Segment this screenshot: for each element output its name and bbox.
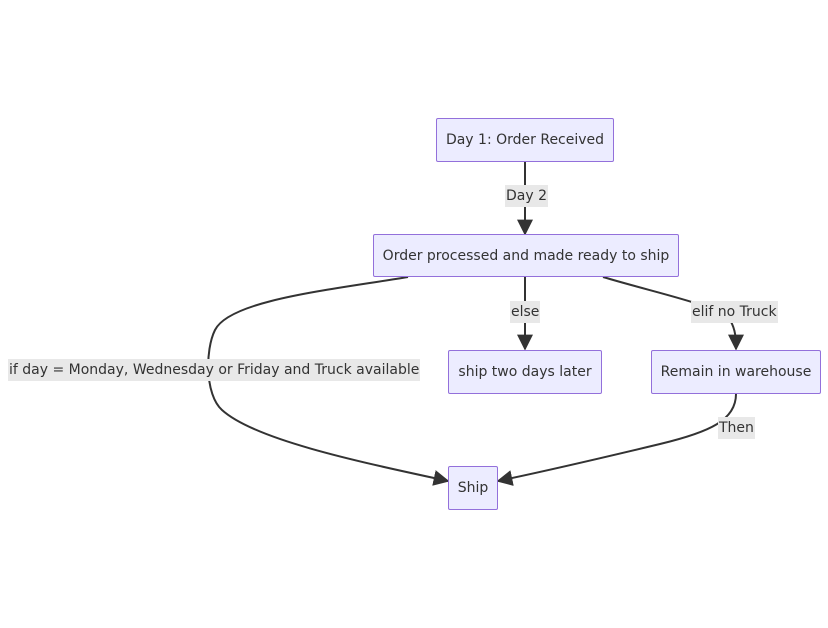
edge-label-else: else: [510, 301, 541, 323]
node-order-received-label: Day 1: Order Received: [445, 132, 605, 148]
node-ship-two-days-later-label: ship two days later: [458, 364, 592, 380]
node-remain-in-warehouse-label: Remain in warehouse: [660, 364, 812, 380]
node-order-processed-label: Order processed and made ready to ship: [382, 247, 670, 264]
node-order-received: Day 1: Order Received: [436, 118, 614, 162]
node-order-processed: Order processed and made ready to ship: [373, 234, 679, 277]
node-ship: Ship: [448, 466, 498, 510]
edge-label-day2: Day 2: [505, 185, 549, 207]
edge-label-elif: elif no Truck: [691, 301, 778, 323]
node-remain-in-warehouse: Remain in warehouse: [651, 350, 821, 394]
edge-then: [496, 393, 737, 486]
edge-label-then: Then: [718, 417, 755, 439]
edge-label-if: if day = Monday, Wednesday or Friday and…: [8, 359, 421, 381]
node-ship-label: Ship: [457, 480, 489, 496]
node-ship-two-days-later: ship two days later: [448, 350, 602, 394]
